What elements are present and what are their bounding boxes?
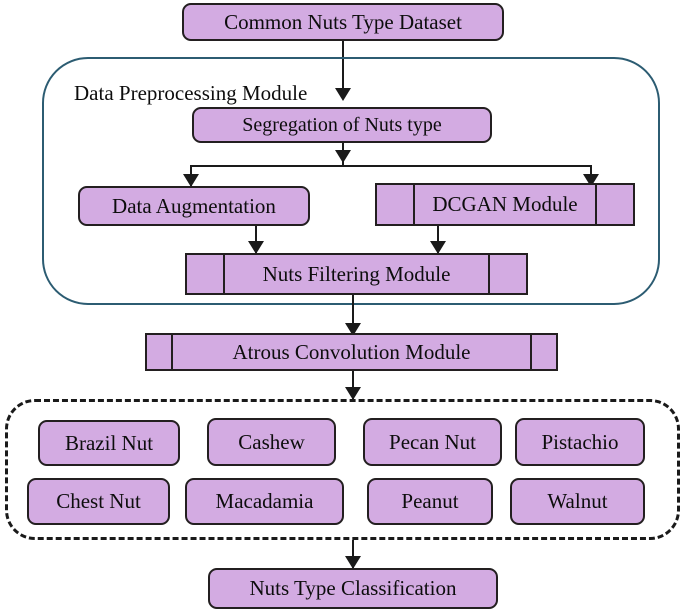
node-dcgan[interactable]: DCGAN Module [375,183,635,226]
node-nut-cashew[interactable]: Cashew [207,418,336,466]
arrowhead-classes-to-classification [345,556,361,569]
connector-dataset-to-segregation [342,41,344,93]
arrowhead-split-left [183,174,199,187]
node-nut-label: Brazil Nut [64,430,154,455]
node-segregation-label: Segregation of Nuts type [242,113,442,136]
node-nut-label: Walnut [547,489,608,514]
node-data-augmentation-label: Data Augmentation [112,193,276,218]
node-dataset-label: Common Nuts Type Dataset [224,9,462,34]
node-nut-walnut[interactable]: Walnut [510,478,645,525]
connector-filtering-to-atrous [352,295,354,338]
node-nut-label: Peanut [401,489,459,514]
node-dcgan-label: DCGAN Module [432,192,578,217]
node-nuts-type-classification-label: Nuts Type Classification [249,576,457,601]
arrowhead-segregation-stem [335,150,351,163]
group-data-preprocessing-label: Data Preprocessing Module [74,81,308,105]
connector-classes-to-classification [352,540,354,568]
group-nut-classes [5,399,680,540]
connector-atrous-to-classes [352,371,354,401]
connector-dcgan-to-filtering [437,226,439,254]
node-nut-label: Cashew [238,429,305,454]
node-nut-label: Macadamia [215,489,314,514]
node-nut-label: Chest Nut [56,489,141,514]
arrowhead-atrous-to-classes [345,387,361,400]
node-data-augmentation[interactable]: Data Augmentation [78,186,310,226]
node-nut-peanut[interactable]: Peanut [367,478,493,525]
arrowhead-filtering-to-atrous [345,323,361,336]
node-nut-pecan-nut[interactable]: Pecan Nut [363,418,502,466]
connector-augmentation-to-filtering [255,226,257,254]
node-dataset[interactable]: Common Nuts Type Dataset [182,3,504,41]
node-nuts-filtering[interactable]: Nuts Filtering Module [185,253,528,295]
node-nuts-filtering-label: Nuts Filtering Module [262,261,451,286]
group-data-preprocessing [42,57,660,305]
node-atrous-convolution-label: Atrous Convolution Module [232,339,471,364]
node-nut-chest-nut[interactable]: Chest Nut [27,478,170,525]
node-nut-brazil-nut[interactable]: Brazil Nut [38,420,180,466]
node-nut-label: Pecan Nut [389,429,476,454]
node-nut-pistachio[interactable]: Pistachio [515,418,645,466]
arrowhead-dataset-to-segregation [335,88,351,101]
node-segregation[interactable]: Segregation of Nuts type [192,107,492,143]
node-nut-macadamia[interactable]: Macadamia [185,478,344,525]
connector-split-bus [190,165,592,167]
arrowhead-augmentation-to-filtering [248,241,264,254]
node-nut-label: Pistachio [541,429,619,454]
arrowhead-dcgan-to-filtering [430,241,446,254]
node-atrous-convolution[interactable]: Atrous Convolution Module [145,333,558,371]
node-nuts-type-classification[interactable]: Nuts Type Classification [208,568,498,609]
